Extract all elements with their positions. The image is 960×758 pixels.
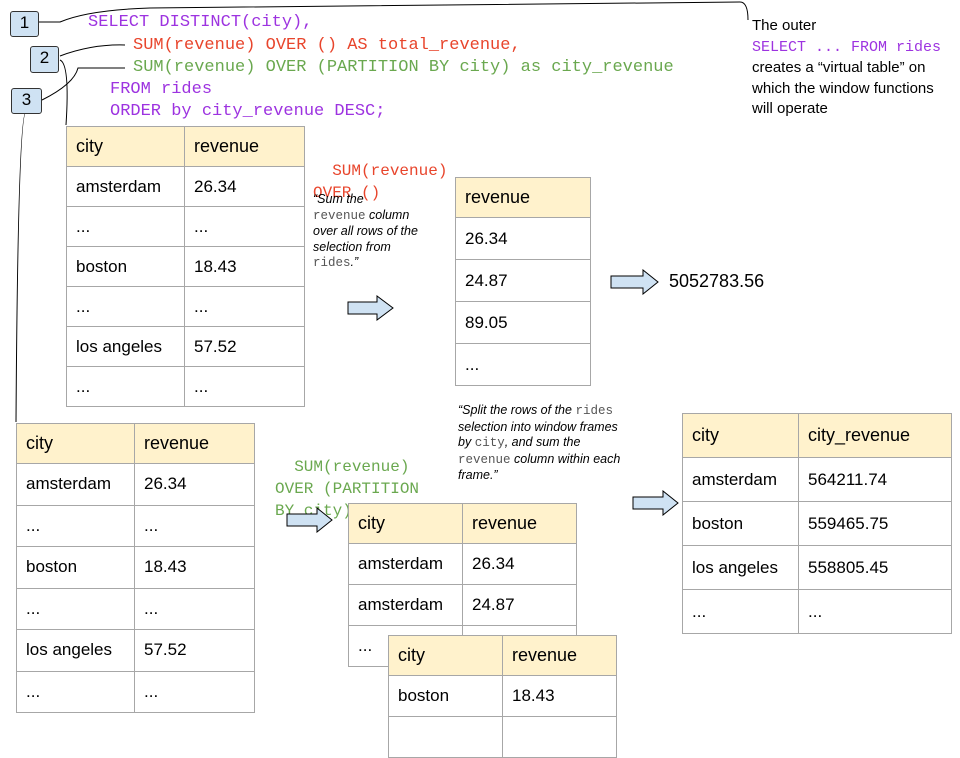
col-header-city: city	[682, 413, 799, 458]
col-header-revenue: revenue	[462, 503, 577, 544]
table-row: ......	[16, 670, 255, 713]
table-row: ...	[455, 343, 591, 386]
callout-code: SELECT ... FROM rides	[752, 38, 942, 56]
callout-text-1: The outer	[752, 17, 817, 34]
col-header-revenue: revenue	[455, 177, 591, 218]
table-row: ......	[16, 587, 255, 630]
table-row: ......	[16, 504, 255, 547]
col-header-city: city	[388, 635, 503, 676]
section2-label-line1: SUM(revenue)	[294, 458, 410, 476]
col-header-revenue: revenue	[502, 635, 617, 676]
section1-label-line1: SUM(revenue)	[332, 162, 448, 180]
table-row	[388, 716, 617, 758]
connector-3-to-table	[15, 111, 27, 423]
section2-note: “Split the rows of the rides selection i…	[458, 403, 621, 482]
col-header-city: city	[66, 126, 185, 167]
section2-arrow-1	[286, 507, 333, 533]
sql-line-order: ORDER by city_revenue DESC;	[110, 102, 386, 121]
marker-2: 2	[30, 46, 59, 73]
section1-note: “Sum the revenue column over all rows of…	[313, 192, 418, 270]
table-row: ......	[66, 286, 305, 327]
table-row: 26.34	[455, 217, 591, 260]
table-row: 89.05	[455, 301, 591, 344]
section1-revenue-table: revenue 26.34 24.87 89.05 ...	[455, 177, 591, 386]
section2-label-line2: OVER (PARTITION	[275, 480, 420, 498]
section1-label-line2: OVER ()	[313, 184, 381, 202]
marker-1: 1	[10, 11, 39, 37]
total-revenue-result: 5052783.56	[669, 271, 765, 291]
marker-3: 3	[11, 88, 42, 114]
outer-select-callout: The outer SELECT ... FROM rides creates …	[752, 16, 952, 120]
connector-lines	[15, 1, 749, 423]
callout-text-2: creates a “virtual table” on which the w…	[752, 59, 934, 117]
col-header-city: city	[16, 423, 135, 464]
section1-arrow-2	[610, 269, 659, 295]
connector-2-to-code	[59, 44, 126, 57]
connector-2-to-table	[59, 59, 68, 126]
section1-label: SUM(revenue) OVER ()	[313, 138, 447, 204]
section1-arrow-1	[347, 295, 394, 321]
col-header-city-revenue: city_revenue	[798, 413, 952, 458]
table-row: 24.87	[455, 259, 591, 302]
col-header-revenue: revenue	[184, 126, 305, 167]
table-row: ......	[66, 206, 305, 247]
sql-line-select: SELECT DISTINCT(city),	[88, 13, 313, 32]
sql-line-city-revenue: SUM(revenue) OVER (PARTITION BY city) as…	[133, 58, 674, 77]
connector-1-to-callout	[38, 1, 749, 23]
sql-line-from: FROM rides	[110, 80, 213, 99]
table-row: ......	[66, 366, 305, 407]
table-row: ......	[682, 589, 952, 634]
sql-line-total-revenue: SUM(revenue) OVER () AS total_revenue,	[133, 36, 521, 55]
connector-3-to-code	[41, 67, 125, 101]
section2-arrow-2	[632, 490, 679, 516]
col-header-city: city	[348, 503, 463, 544]
col-header-revenue: revenue	[134, 423, 255, 464]
